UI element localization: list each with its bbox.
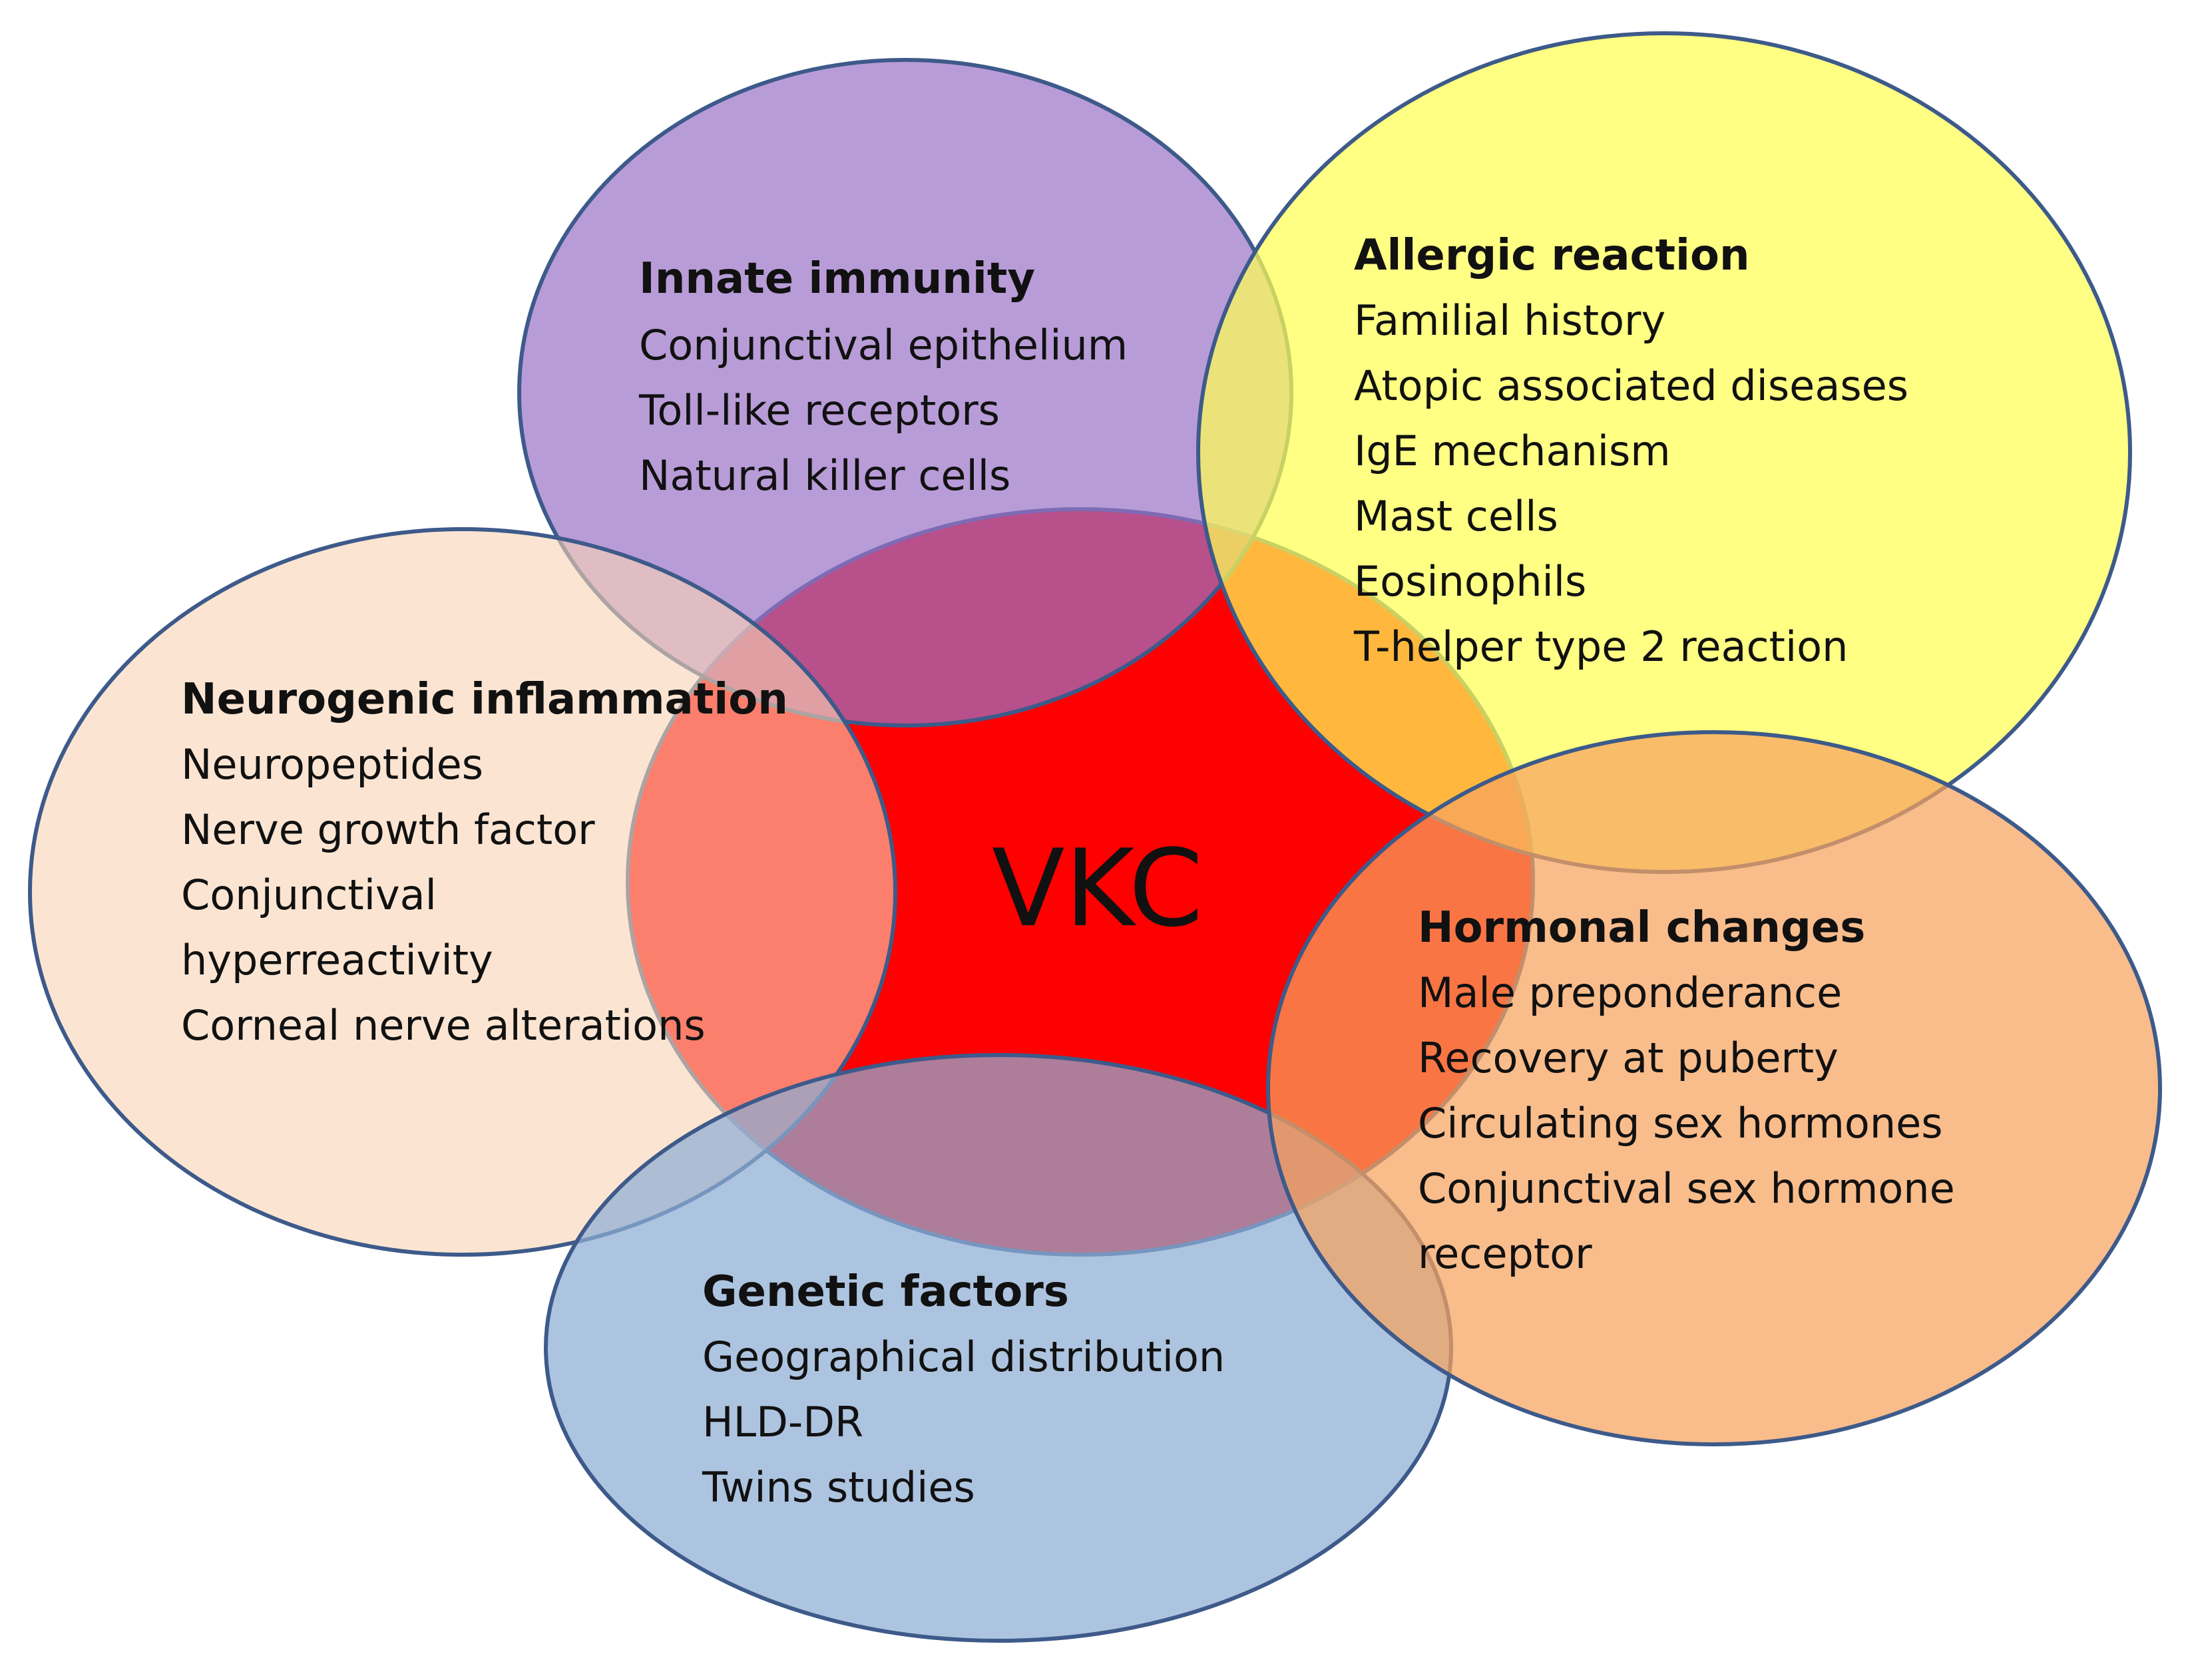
allergic-item: IgE mechanism <box>1354 427 1671 475</box>
genetic-item: Geographical distribution <box>702 1333 1225 1381</box>
center-label: VKC <box>992 826 1203 950</box>
innate-item: Natural killer cells <box>639 451 1010 500</box>
allergic-item: Familial history <box>1354 296 1665 345</box>
hormonal-item: Circulating sex hormones <box>1418 1099 1943 1148</box>
innate-item: Conjunctival epithelium <box>639 321 1128 369</box>
genetic-item: HLD-DR <box>702 1398 863 1446</box>
hormonal-item: Male preponderance <box>1418 968 1842 1017</box>
neurogenic-ellipse <box>28 527 897 1257</box>
hormonal-title: Hormonal changes <box>1418 903 1865 952</box>
genetic-item: Twins studies <box>702 1463 975 1512</box>
allergic-item: T-helper type 2 reaction <box>1353 622 1848 671</box>
genetic-factors-group: Genetic factors Geographical distributio… <box>702 1267 1225 1512</box>
innate-immunity-group: Innate immunity Conjunctival epithelium … <box>638 254 1128 500</box>
neurogenic-title: Neurogenic inflammation <box>181 675 788 724</box>
neurogenic-item: Corneal nerve alterations <box>181 1001 706 1050</box>
neurogenic-item: hyperreactivity <box>181 936 493 984</box>
allergic-title: Allergic reaction <box>1354 231 1750 280</box>
allergic-item: Eosinophils <box>1354 557 1586 606</box>
neurogenic-inflammation-group: Neurogenic inflammation Neuropeptides Ne… <box>181 675 788 1050</box>
hormonal-changes-group: Hormonal changes Male preponderance Reco… <box>1418 903 1955 1278</box>
neurogenic-item: Neuropeptides <box>181 740 483 789</box>
innate-item: Toll-like receptors <box>638 386 1000 435</box>
genetic-title: Genetic factors <box>702 1267 1069 1317</box>
allergic-reaction-group: Allergic reaction Familial history Atopi… <box>1353 231 1908 671</box>
neurogenic-item: Conjunctival <box>181 871 437 919</box>
neurogenic-item: Nerve growth factor <box>181 805 595 854</box>
hormonal-ellipse <box>1266 730 2162 1446</box>
hormonal-item: Recovery at puberty <box>1418 1034 1839 1082</box>
allergic-item: Mast cells <box>1354 492 1558 540</box>
allergic-item: Atopic associated diseases <box>1354 361 1908 410</box>
innate-title: Innate immunity <box>639 254 1035 304</box>
hormonal-item: Conjunctival sex hormone <box>1418 1164 1955 1213</box>
hormonal-item: receptor <box>1418 1229 1592 1278</box>
